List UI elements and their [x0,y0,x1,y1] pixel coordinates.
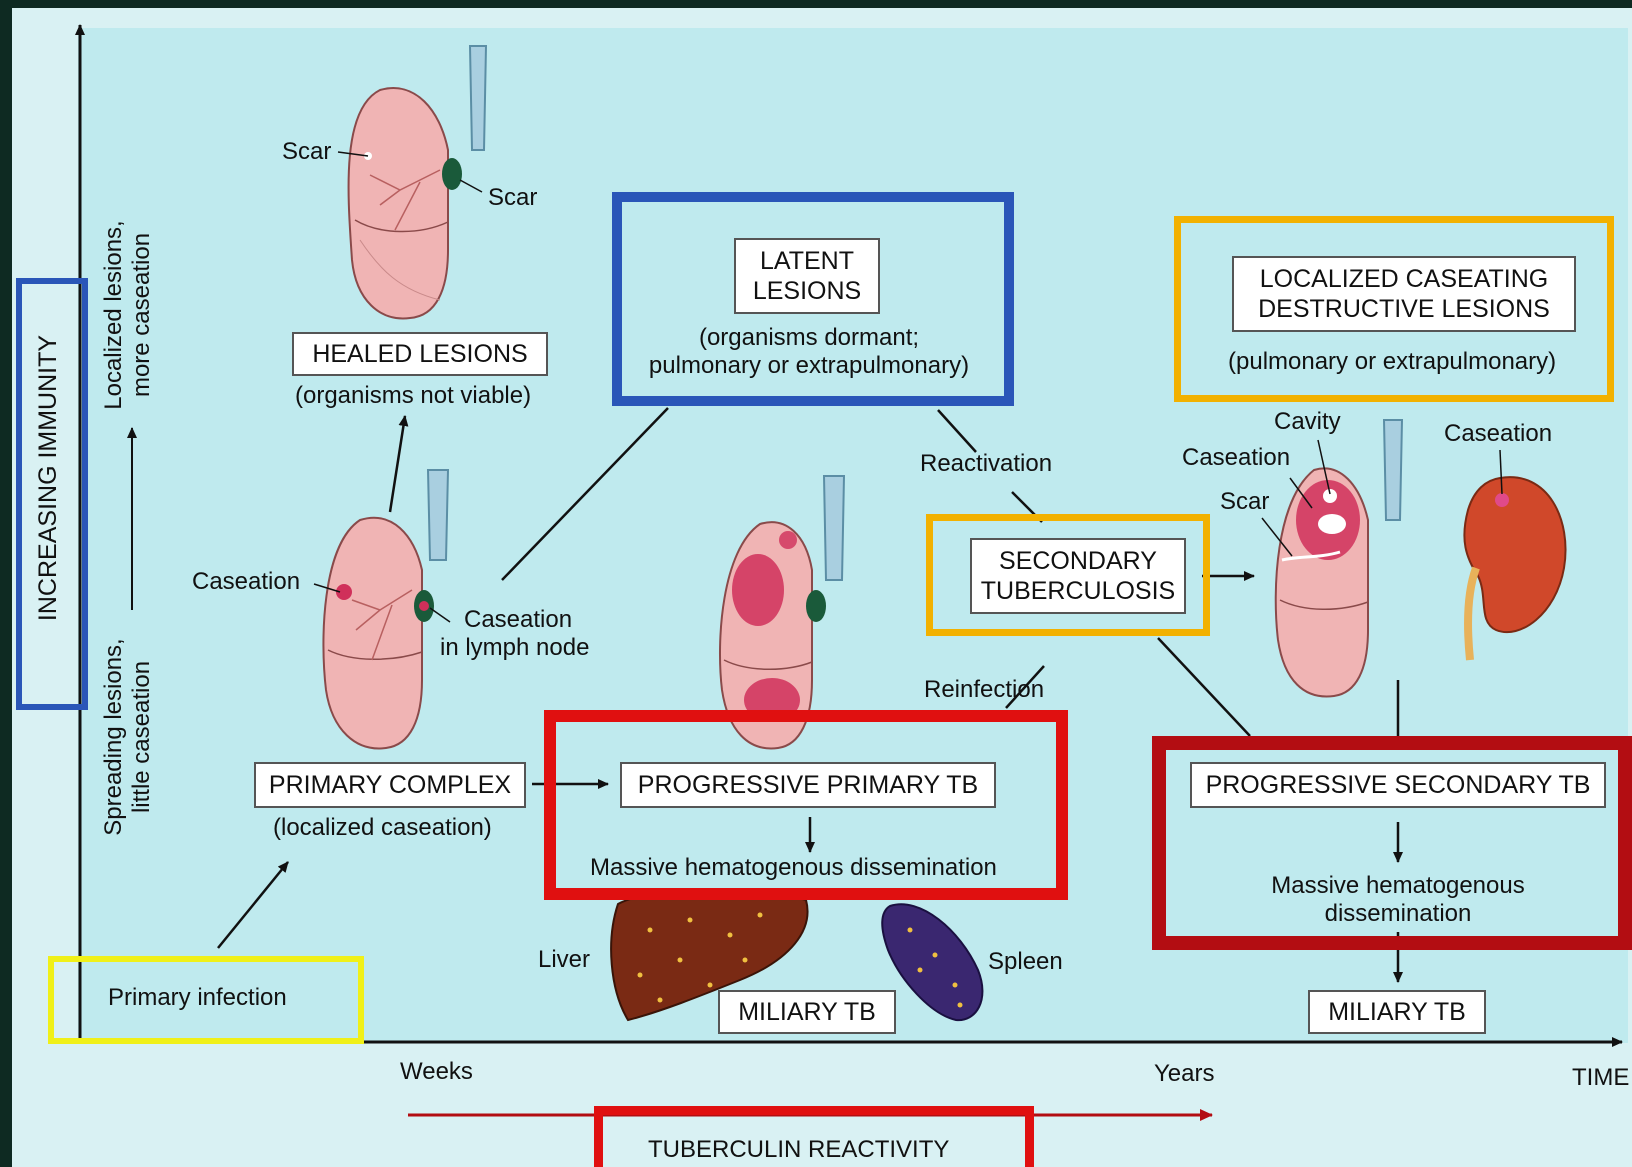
reactivation-label: Reactivation [920,450,1052,478]
weeks-label: Weeks [400,1058,473,1086]
localized-caseating-box: LOCALIZED CASEATING DESTRUCTIVE LESIONS [1232,256,1576,332]
localized-line-2: DESTRUCTIVE LESIONS [1258,294,1550,324]
increasing-immunity-label: INCREASING IMMUNITY [34,288,63,668]
time-label: TIME [1572,1064,1629,1092]
healed-lesions-box: HEALED LESIONS [292,332,548,376]
localized-line-1: LOCALIZED CASEATING [1260,264,1549,294]
years-label: Years [1154,1060,1215,1088]
upper-side-line-1: Localized lesions, [100,210,128,420]
caseation-lymph-label: Caseation in lymph node [440,606,589,661]
scar-label-2: Scar [488,184,537,212]
latent-lesions-note: (organisms dormant; pulmonary or extrapu… [622,324,996,379]
spleen-label: Spleen [988,948,1063,976]
scar-label-3: Scar [1220,488,1269,516]
progressive-primary-note: Massive hematogenous dissemination [590,854,997,882]
progressive-secondary-note: Massive hematogenous dissemination [1230,872,1566,927]
primary-complex-box: PRIMARY COMPLEX [254,762,526,808]
scar-label-1: Scar [282,138,331,166]
latent-line-2: LESIONS [753,276,861,306]
secondary-line-1: SECONDARY [999,546,1157,576]
reinfection-label: Reinfection [924,676,1044,704]
progressive-primary-box: PROGRESSIVE PRIMARY TB [620,762,996,808]
trachea-icon [470,46,486,150]
spreading-lesions-label: Spreading lesions, little caseation [100,632,155,842]
localized-caseating-note: (pulmonary or extrapulmonary) [1228,348,1556,376]
trachea-icon [1384,420,1402,520]
secondary-tuberculosis-box: SECONDARY TUBERCULOSIS [970,538,1186,614]
secondary-line-2: TUBERCULOSIS [981,576,1175,606]
trachea-icon [428,470,448,560]
caseation-lymph-line-1: Caseation [440,606,589,634]
upper-side-line-2: more caseation [128,210,156,420]
tuberculin-reactivity-label: TUBERCULIN REACTIVITY [648,1136,949,1164]
prog-sec-note-line-2: dissemination [1230,900,1566,928]
primary-complex-note: (localized caseation) [273,814,492,842]
caseation-label-2: Caseation [1182,444,1290,472]
latent-lesions-box: LATENT LESIONS [734,238,880,314]
healed-lesions-note: (organisms not viable) [295,382,531,410]
liver-label: Liver [538,946,590,974]
localized-lesions-label: Localized lesions, more caseation [100,210,155,420]
lower-side-line-2: little caseation [128,632,156,842]
miliary-tb-box-1: MILIARY TB [718,990,896,1034]
latent-line-1: LATENT [760,246,854,276]
primary-infection-label: Primary infection [108,984,287,1012]
latent-note-line-1: (organisms dormant; [622,324,996,352]
latent-note-line-2: pulmonary or extrapulmonary) [622,352,996,380]
progressive-secondary-box: PROGRESSIVE SECONDARY TB [1190,762,1606,808]
trachea-icon [824,476,844,580]
lower-side-line-1: Spreading lesions, [100,632,128,842]
caseation-lymph-line-2: in lymph node [440,634,589,662]
caseation-label-1: Caseation [192,568,300,596]
caseation-label-3: Caseation [1444,420,1552,448]
cavity-label: Cavity [1274,408,1341,436]
miliary-tb-box-2: MILIARY TB [1308,990,1486,1034]
prog-sec-note-line-1: Massive hematogenous [1230,872,1566,900]
